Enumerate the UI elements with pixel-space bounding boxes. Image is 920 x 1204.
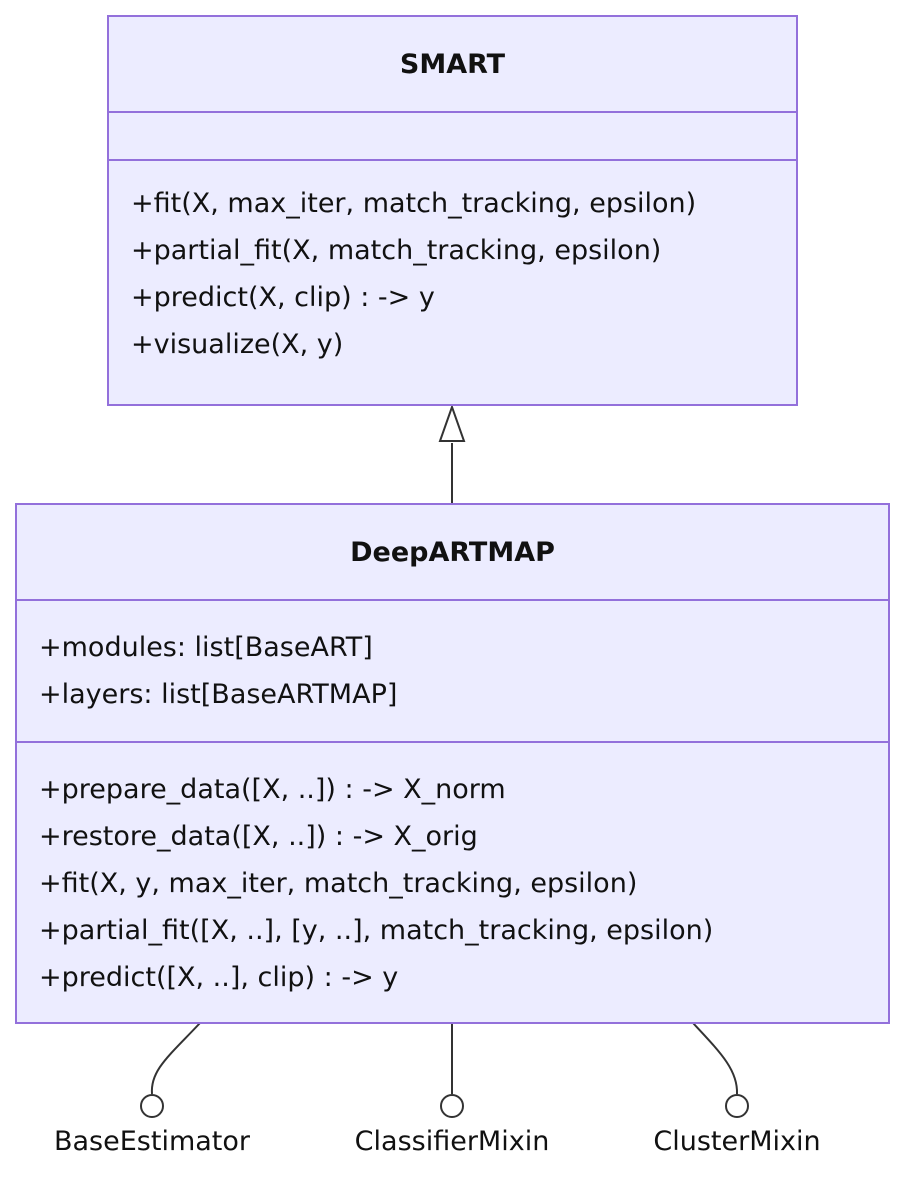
attributes-section: +modules: list[BaseART] +layers: list[Ba… <box>17 599 888 741</box>
interface-circle-clustermixin <box>725 1094 749 1118</box>
class-smart: SMART +fit(X, max_iter, match_tracking, … <box>107 15 798 406</box>
method: +fit(X, y, max_iter, match_tracking, eps… <box>39 868 638 899</box>
attribute: +modules: list[BaseART] <box>39 632 373 663</box>
class-name: DeepARTMAP <box>350 536 555 568</box>
class-name: SMART <box>399 48 506 80</box>
method: +predict(X, clip) : -> y <box>131 282 435 313</box>
inheritance-arrowhead <box>438 403 466 442</box>
methods-section: +fit(X, max_iter, match_tracking, epsilo… <box>109 159 796 368</box>
interface-circle-baseestimator <box>140 1094 164 1118</box>
method: +partial_fit(X, match_tracking, epsilon) <box>131 235 662 266</box>
method: +fit(X, max_iter, match_tracking, epsilo… <box>131 188 697 219</box>
attributes-section <box>109 111 796 159</box>
interface-link-clustermixin <box>692 1022 739 1095</box>
method: +restore_data([X, ..]) : -> X_orig <box>39 821 478 852</box>
method: +predict([X, ..], clip) : -> y <box>39 962 399 993</box>
method: +partial_fit([X, ..], [y, ..], match_tra… <box>39 915 714 946</box>
methods-section: +prepare_data([X, ..]) : -> X_norm +rest… <box>17 741 888 1001</box>
interface-label-baseestimator: BaseEstimator <box>53 1126 251 1157</box>
attribute: +layers: list[BaseARTMAP] <box>39 679 398 710</box>
method: +visualize(X, y) <box>131 329 344 360</box>
method: +prepare_data([X, ..]) : -> X_norm <box>39 774 506 805</box>
interface-label-clustermixin: ClusterMixin <box>653 1126 821 1157</box>
class-deepartmap: DeepARTMAP +modules: list[BaseART] +laye… <box>15 503 890 1024</box>
interface-label-classifiermixin: ClassifierMixin <box>354 1126 550 1157</box>
interface-link-baseestimator <box>150 1022 201 1095</box>
interface-circle-classifiermixin <box>440 1094 464 1118</box>
